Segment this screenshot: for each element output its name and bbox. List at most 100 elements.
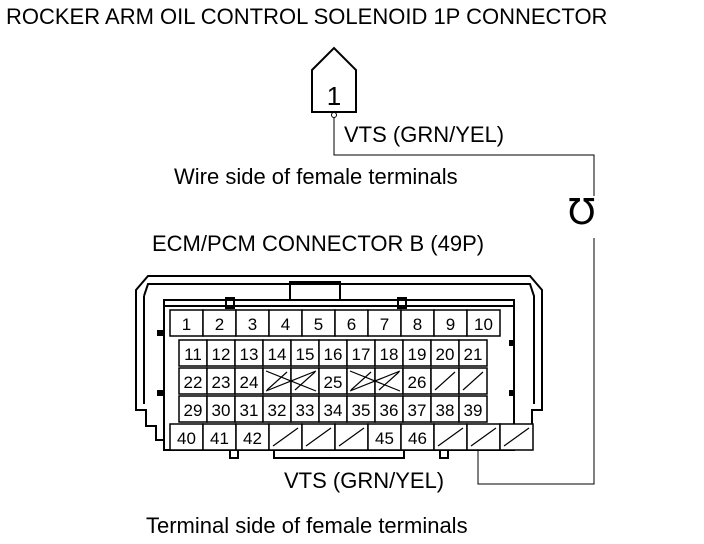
terminal-cell-21 (458, 339, 488, 367)
terminal-label-18: 18 (380, 345, 399, 364)
terminal-cell-32 (262, 395, 292, 423)
terminal-label-35: 35 (352, 401, 371, 420)
terminal-label-9: 9 (446, 315, 455, 334)
wire-side-caption: Wire side of female terminals (174, 164, 458, 189)
terminal-label-37: 37 (408, 401, 427, 420)
terminal-label-30: 30 (212, 401, 231, 420)
terminal-label-3: 3 (248, 315, 257, 334)
terminal-cell-40 (169, 423, 204, 451)
terminal-cell-6 (334, 309, 369, 337)
terminal-cell-9 (433, 309, 468, 337)
terminal-cell-19 (402, 339, 432, 367)
terminal-label-7: 7 (380, 315, 389, 334)
terminal-label-46: 46 (408, 429, 427, 448)
empty-cavity-slash (305, 427, 332, 447)
terminal-label-8: 8 (413, 315, 422, 334)
terminal-cell-46 (400, 423, 435, 451)
terminal-label-32: 32 (268, 401, 287, 420)
terminal-label-38: 38 (436, 401, 455, 420)
terminal-label-2: 2 (215, 315, 224, 334)
terminal-label-19: 19 (408, 345, 427, 364)
wire-bottom-run (477, 238, 595, 485)
empty-cavity-slash (294, 371, 316, 391)
terminal-cell-7 (367, 309, 402, 337)
terminal-cell-37 (402, 395, 432, 423)
empty-cavity-slash (272, 427, 299, 447)
empty-cavity-slash (350, 371, 372, 391)
terminal-label-1: 1 (182, 315, 191, 334)
terminal-label-33: 33 (296, 401, 315, 420)
terminal-cell-4 (268, 309, 303, 337)
terminal-label-14: 14 (268, 345, 287, 364)
terminal-label-10: 10 (474, 315, 493, 334)
terminal-cell-12 (206, 339, 236, 367)
ecm-connector-title: ECM/PCM CONNECTOR B (49P) (152, 231, 485, 256)
wire-top-run (333, 114, 595, 196)
diagram-title: ROCKER ARM OIL CONTROL SOLENOID 1P CONNE… (6, 4, 608, 29)
terminal-cell-empty (334, 423, 369, 451)
terminal-label-17: 17 (352, 345, 371, 364)
terminal-label-20: 20 (436, 345, 455, 364)
empty-cavity-cross (349, 370, 401, 392)
terminal-cell-empty (301, 423, 336, 451)
terminal-label-25: 25 (324, 373, 343, 392)
terminal-label-21: 21 (464, 345, 483, 364)
terminal-label-24: 24 (240, 373, 259, 392)
terminal-label-39: 39 (464, 401, 483, 420)
terminal-cell-31 (234, 395, 264, 423)
terminal-cell-36 (374, 395, 404, 423)
terminal-label-16: 16 (324, 345, 343, 364)
terminal-label-40: 40 (177, 429, 196, 448)
terminal-label-11: 11 (184, 345, 202, 364)
terminal-label-42: 42 (243, 429, 262, 448)
wire-label-bottom: VTS (GRN/YEL) (284, 468, 445, 493)
empty-cavity-slash (338, 427, 365, 447)
terminal-label-41: 41 (210, 429, 229, 448)
terminal-cell-25 (318, 367, 348, 395)
terminal-cell-39 (458, 395, 488, 423)
terminal-label-15: 15 (296, 345, 315, 364)
terminal-cell-41 (202, 423, 237, 451)
terminal-cell-empty (466, 423, 501, 451)
wire-label-top: VTS (GRN/YEL) (344, 122, 505, 147)
terminal-label-13: 13 (240, 345, 259, 364)
empty-cavity-slash (470, 427, 497, 447)
terminal-label-34: 34 (324, 401, 343, 420)
terminal-label-12: 12 (212, 345, 231, 364)
terminal-label-31: 31 (240, 401, 259, 420)
terminal-cell-10 (466, 309, 501, 337)
terminal-cell-26 (402, 367, 432, 395)
solenoid-pin-label: 1 (327, 81, 341, 111)
terminal-label-29: 29 (184, 401, 203, 420)
terminal-cell-18 (374, 339, 404, 367)
terminal-cell-33 (290, 395, 320, 423)
ecm-latch-dots (157, 330, 515, 396)
empty-cavity-slash (378, 371, 400, 391)
terminal-label-5: 5 (314, 315, 323, 334)
terminal-label-6: 6 (347, 315, 356, 334)
terminal-label-22: 22 (184, 373, 203, 392)
empty-cavity-slash (503, 427, 530, 447)
meter-circuit (333, 114, 595, 485)
terminal-cell-45 (367, 423, 402, 451)
terminal-label-4: 4 (281, 315, 290, 334)
empty-cavity-slash (266, 371, 288, 391)
terminal-label-45: 45 (375, 429, 394, 448)
terminal-label-23: 23 (212, 373, 231, 392)
terminal-cell-35 (346, 395, 376, 423)
terminal-cell-22 (178, 367, 208, 395)
terminal-cell-14 (262, 339, 292, 367)
terminal-side-caption: Terminal side of female terminals (146, 513, 468, 538)
solenoid-connector: 1 (311, 46, 357, 113)
empty-cavity-slash (434, 371, 456, 391)
terminal-cell-34 (318, 395, 348, 423)
empty-cavity-slash (437, 427, 464, 447)
empty-cavity-slash (462, 371, 484, 391)
terminal-label-26: 26 (408, 373, 427, 392)
empty-cavity-cross (265, 370, 317, 392)
continuity-symbol: ℧ (568, 191, 596, 232)
terminal-cell-17 (346, 339, 376, 367)
terminal-cell-16 (318, 339, 348, 367)
